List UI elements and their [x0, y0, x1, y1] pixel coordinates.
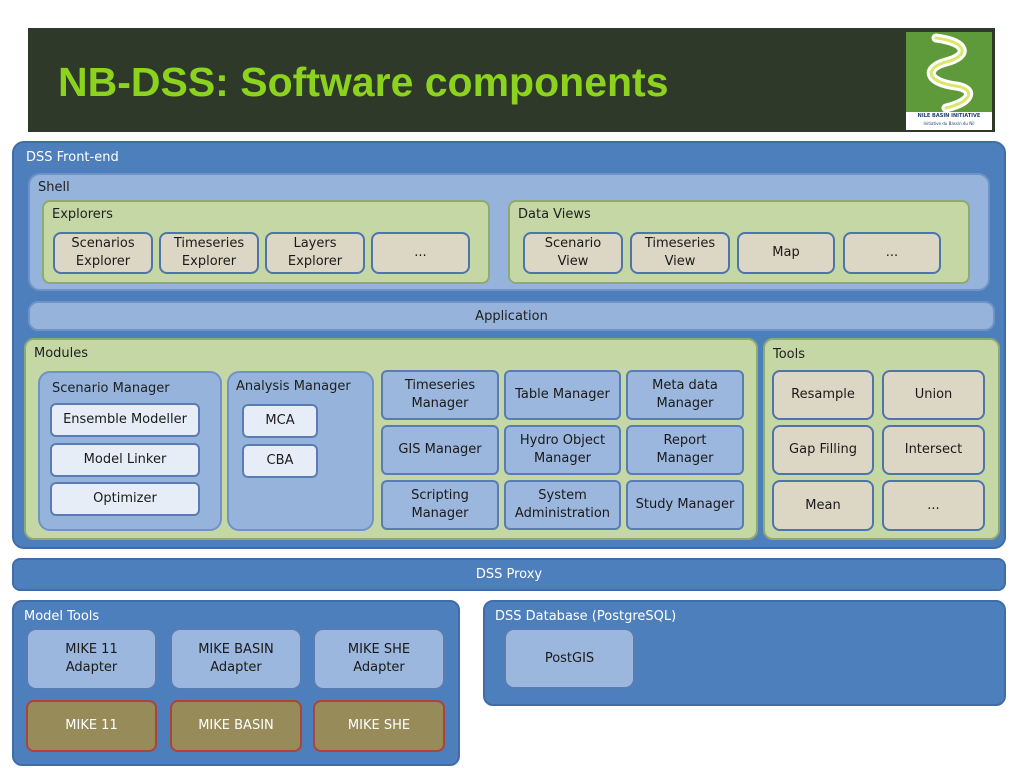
timeseries-view[interactable]: Timeseries View: [630, 232, 730, 274]
logo-band: [906, 112, 992, 130]
application-bar: Application: [28, 301, 995, 331]
meta-data-manager[interactable]: Meta data Manager: [626, 370, 744, 420]
dss-database-label: DSS Database (PostgreSQL): [495, 609, 677, 624]
mean-tool[interactable]: Mean: [772, 480, 874, 531]
slide-title: NB-DSS: Software components: [58, 59, 669, 105]
ensemble-modeller[interactable]: Ensemble Modeller: [50, 403, 200, 437]
resample-tool[interactable]: Resample: [772, 370, 874, 420]
more-explorers[interactable]: ...: [371, 232, 470, 274]
dss-proxy: DSS Proxy: [12, 558, 1006, 591]
gis-manager[interactable]: GIS Manager: [381, 425, 499, 475]
mike-basin-adapter[interactable]: MIKE BASIN Adapter: [170, 628, 302, 690]
cba[interactable]: CBA: [242, 444, 318, 478]
logo-subtext: Initiative du Bassin du Nil: [923, 121, 975, 126]
mike-basin-model[interactable]: MIKE BASIN: [170, 700, 302, 752]
report-manager[interactable]: Report Manager: [626, 425, 744, 475]
modules-label: Modules: [34, 346, 89, 361]
scenario-manager-label: Scenario Manager: [52, 381, 170, 396]
union-tool[interactable]: Union: [882, 370, 985, 420]
explorers-label: Explorers: [52, 207, 113, 222]
gap-filling-tool[interactable]: Gap Filling: [772, 425, 874, 475]
more-tools[interactable]: ...: [882, 480, 985, 531]
hydro-object-manager[interactable]: Hydro Object Manager: [504, 425, 621, 475]
river-icon: [926, 33, 973, 112]
optimizer[interactable]: Optimizer: [50, 482, 200, 516]
model-tools-label: Model Tools: [24, 609, 100, 624]
mike-she-model[interactable]: MIKE SHE: [313, 700, 445, 752]
table-manager[interactable]: Table Manager: [504, 370, 621, 420]
front-end-label: DSS Front-end: [26, 150, 119, 165]
mike-she-adapter[interactable]: MIKE SHE Adapter: [313, 628, 445, 690]
scenario-view[interactable]: Scenario View: [523, 232, 623, 274]
title-bar: [28, 28, 995, 132]
postgis[interactable]: PostGIS: [504, 628, 635, 689]
analysis-manager-label: Analysis Manager: [236, 379, 351, 394]
map-view[interactable]: Map: [737, 232, 835, 274]
scenarios-explorer[interactable]: Scenarios Explorer: [53, 232, 153, 274]
shell-label: Shell: [38, 180, 70, 195]
intersect-tool[interactable]: Intersect: [882, 425, 985, 475]
system-administration[interactable]: System Administration: [504, 480, 621, 530]
more-views[interactable]: ...: [843, 232, 941, 274]
scripting-manager[interactable]: Scripting Manager: [381, 480, 499, 530]
logo-text: NILE BASIN INITIATIVE: [917, 113, 981, 119]
mca[interactable]: MCA: [242, 404, 318, 438]
timeseries-manager[interactable]: Timeseries Manager: [381, 370, 499, 420]
mike-11-model[interactable]: MIKE 11: [26, 700, 157, 752]
layers-explorer[interactable]: Layers Explorer: [265, 232, 365, 274]
tools-label: Tools: [773, 347, 806, 362]
timeseries-explorer[interactable]: Timeseries Explorer: [159, 232, 259, 274]
nile-basin-logo: NILE BASIN INITIATIVE Initiative du Bass…: [906, 32, 992, 130]
model-linker[interactable]: Model Linker: [50, 443, 200, 477]
data-views-label: Data Views: [518, 207, 591, 222]
study-manager[interactable]: Study Manager: [626, 480, 744, 530]
mike-11-adapter[interactable]: MIKE 11 Adapter: [26, 628, 157, 690]
